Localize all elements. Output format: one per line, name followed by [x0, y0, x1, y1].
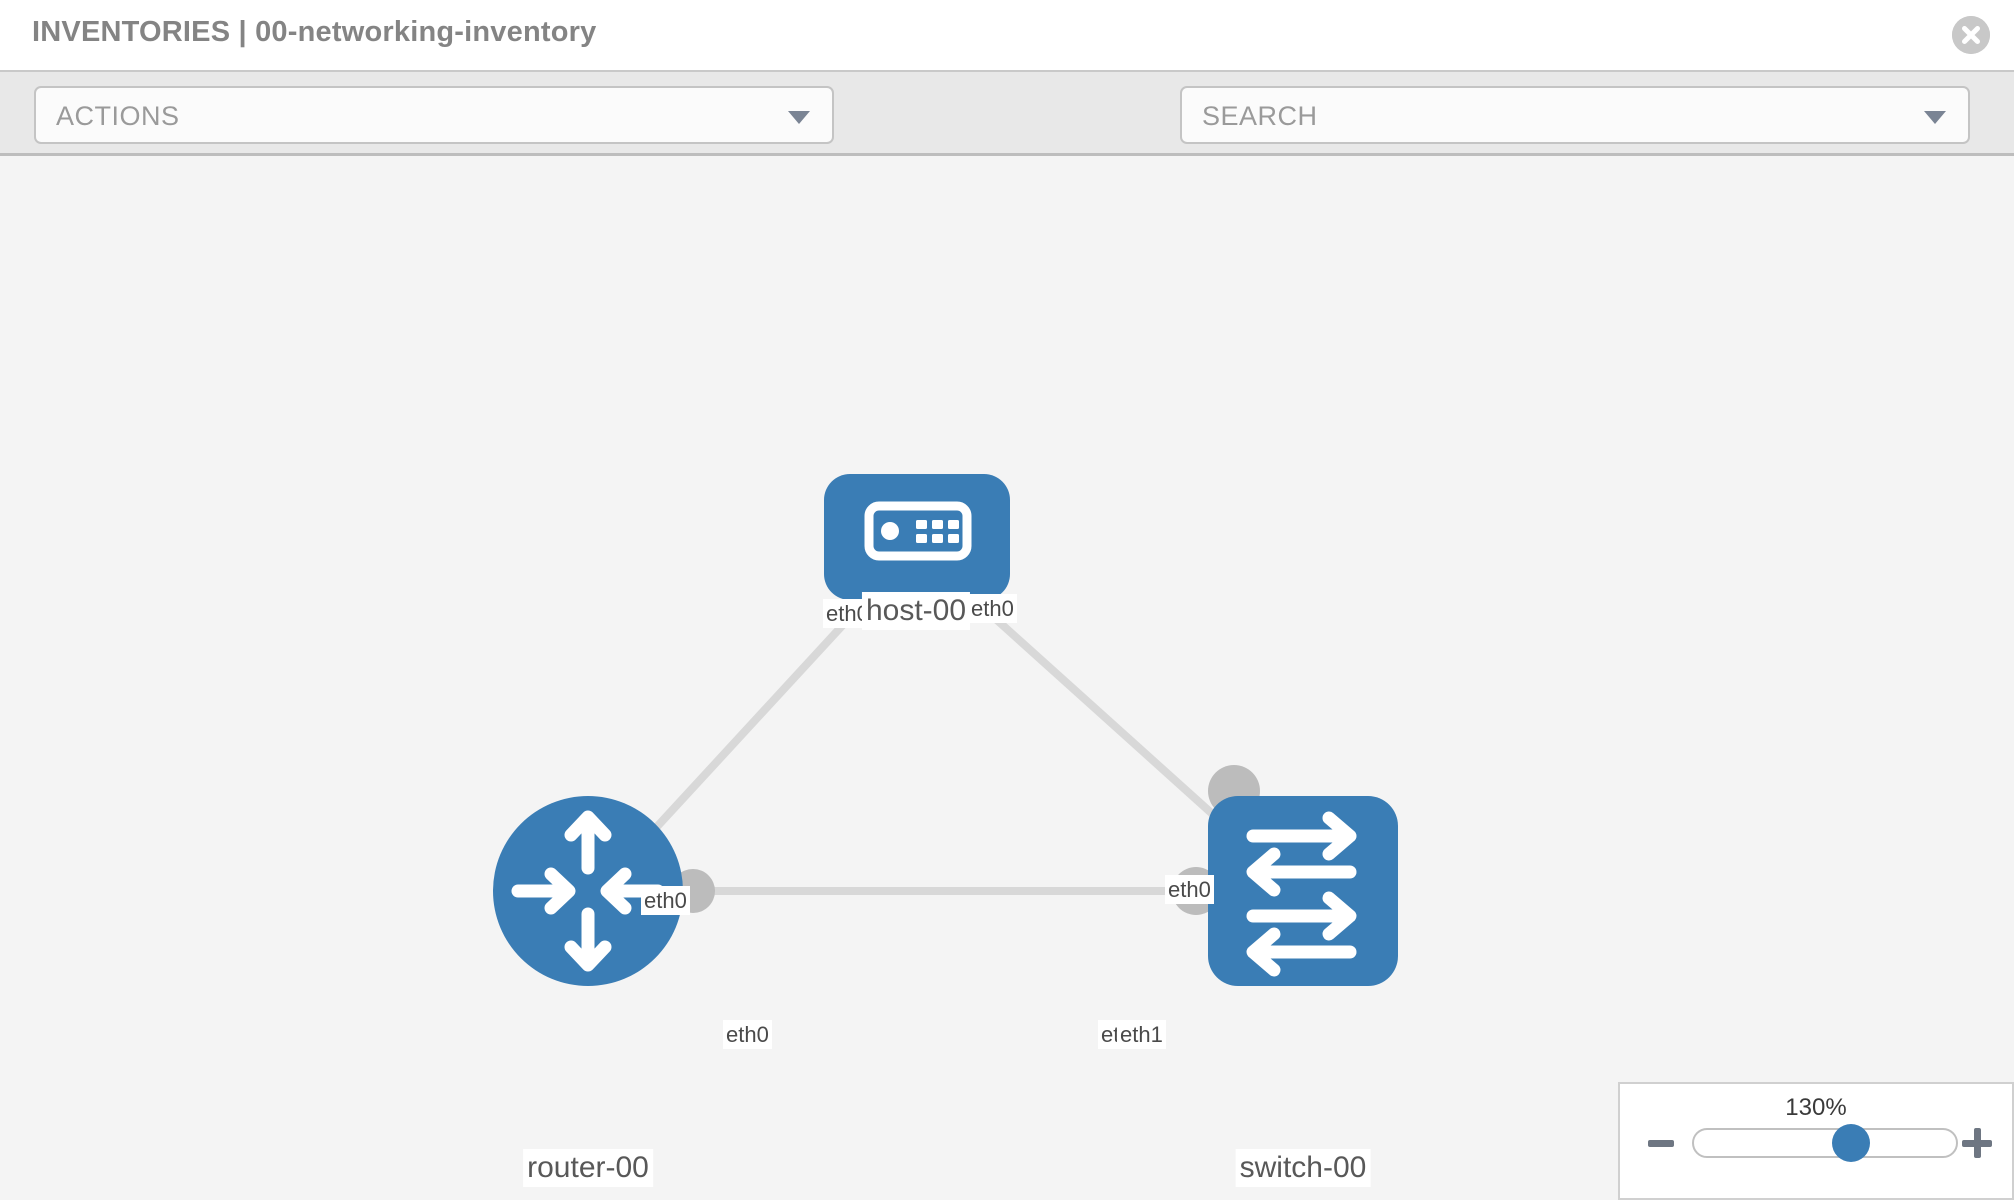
node-switch-00	[1208, 796, 1398, 986]
zoom-level-value: 130%	[1785, 1094, 1847, 1121]
iface-label: eth0	[968, 594, 1017, 623]
iface-label: eth0	[1165, 875, 1214, 904]
chevron-down-icon	[788, 111, 810, 124]
zoom-slider-thumb[interactable]	[1832, 1124, 1871, 1162]
node-label-router: router-00	[523, 1149, 653, 1187]
node-label-switch: switch-00	[1235, 1149, 1371, 1187]
iface-label: eth0	[823, 599, 872, 628]
server-icon	[864, 501, 972, 561]
actions-dropdown[interactable]: ACTIONS	[34, 86, 834, 144]
topology-graph	[493, 474, 1398, 986]
switch-arrows-icon	[1246, 811, 1357, 977]
zoom-control-panel: 130%	[1618, 1082, 2014, 1200]
iface-label: eth1	[1117, 1020, 1166, 1049]
server-ports-glyph	[916, 520, 959, 543]
page-title: INVENTORIES | 00-networking-inventory	[32, 16, 597, 48]
zoom-in-button[interactable]	[1962, 1128, 1992, 1158]
close-icon[interactable]	[1952, 16, 1990, 54]
node-host-00	[824, 474, 1010, 600]
chevron-down-icon[interactable]	[1924, 111, 1946, 124]
search-placeholder: SEARCH	[1202, 101, 1318, 131]
toolbar: ACTIONS SEARCH	[0, 70, 2014, 198]
topology-canvas[interactable]: eth0 eth0 eth0 eth0 eth0 eth0 eth1 host-…	[0, 156, 2014, 1200]
actions-dropdown-label: ACTIONS	[56, 101, 180, 131]
iface-label: eth0	[641, 886, 690, 915]
search-input[interactable]: SEARCH	[1180, 86, 1970, 144]
iface-label: eth0	[723, 1020, 772, 1049]
page-header: INVENTORIES | 00-networking-inventory	[0, 0, 2014, 70]
zoom-out-button[interactable]	[1648, 1140, 1674, 1147]
node-label-host: host-00	[861, 592, 971, 630]
zoom-slider-track[interactable]	[1692, 1124, 1958, 1162]
